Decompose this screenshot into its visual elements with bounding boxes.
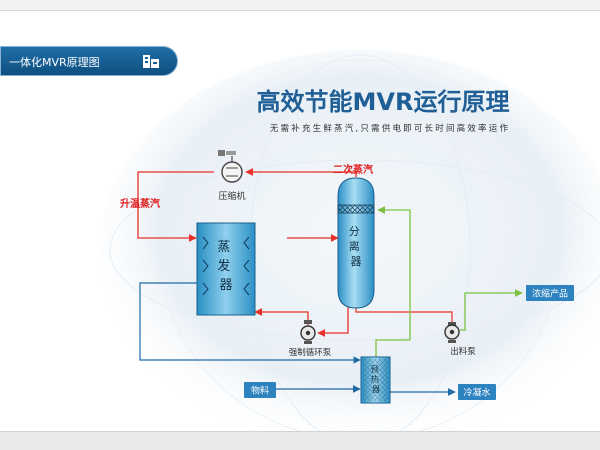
separator-to-pump-pipe xyxy=(317,305,349,337)
compressor-icon xyxy=(218,150,243,183)
condensate-return-pipe xyxy=(139,282,361,364)
section-header-label: 一体化MVR原理图 xyxy=(9,56,100,69)
condensate-water-tag: 冷凝水 xyxy=(458,384,496,400)
secondary-steam-pipe xyxy=(245,168,357,177)
separator-label: 分 离 器 xyxy=(349,225,364,268)
evaporator-vessel xyxy=(196,222,256,316)
feed-material-tag: 物料 xyxy=(244,382,276,398)
discharge-to-product-pipe xyxy=(460,289,523,331)
condensate-water-label: 冷凝水 xyxy=(463,387,490,399)
heated-steam-label: 升温蒸汽 xyxy=(120,197,160,210)
discharge-pump-icon xyxy=(444,322,460,343)
preheater-vessel xyxy=(360,356,391,404)
compressor-label: 压缩机 xyxy=(218,190,245,202)
top-frame-bar xyxy=(0,0,600,11)
bottom-frame-bar xyxy=(0,431,600,450)
diagram-title: 高效节能MVR运行原理 xyxy=(257,88,510,116)
forced-circulation-pump-label: 强制循环泵 xyxy=(289,347,332,358)
preheater-label: 预 热 器 xyxy=(371,364,382,394)
discharge-pump-label: 出料泵 xyxy=(450,346,476,357)
preheated-feed-pipe xyxy=(375,206,411,357)
separator-vessel xyxy=(337,177,375,309)
heated-steam-pipe xyxy=(137,171,214,242)
diagram-subtitle: 无需补充生鲜蒸汽,只需供电即可长时间高效率运作 xyxy=(270,123,510,134)
secondary-steam-label: 二次蒸汽 xyxy=(333,163,373,176)
feed-material-label: 物料 xyxy=(251,385,269,397)
building-icon xyxy=(143,55,159,68)
section-header-tab: 一体化MVR原理图 xyxy=(0,46,178,76)
forced-circulation-pump-icon xyxy=(300,320,316,344)
evaporator-label: 蒸 发 器 xyxy=(217,240,234,293)
concentrate-product-tag: 浓缩产品 xyxy=(526,285,574,301)
concentrate-product-label: 浓缩产品 xyxy=(532,288,568,300)
